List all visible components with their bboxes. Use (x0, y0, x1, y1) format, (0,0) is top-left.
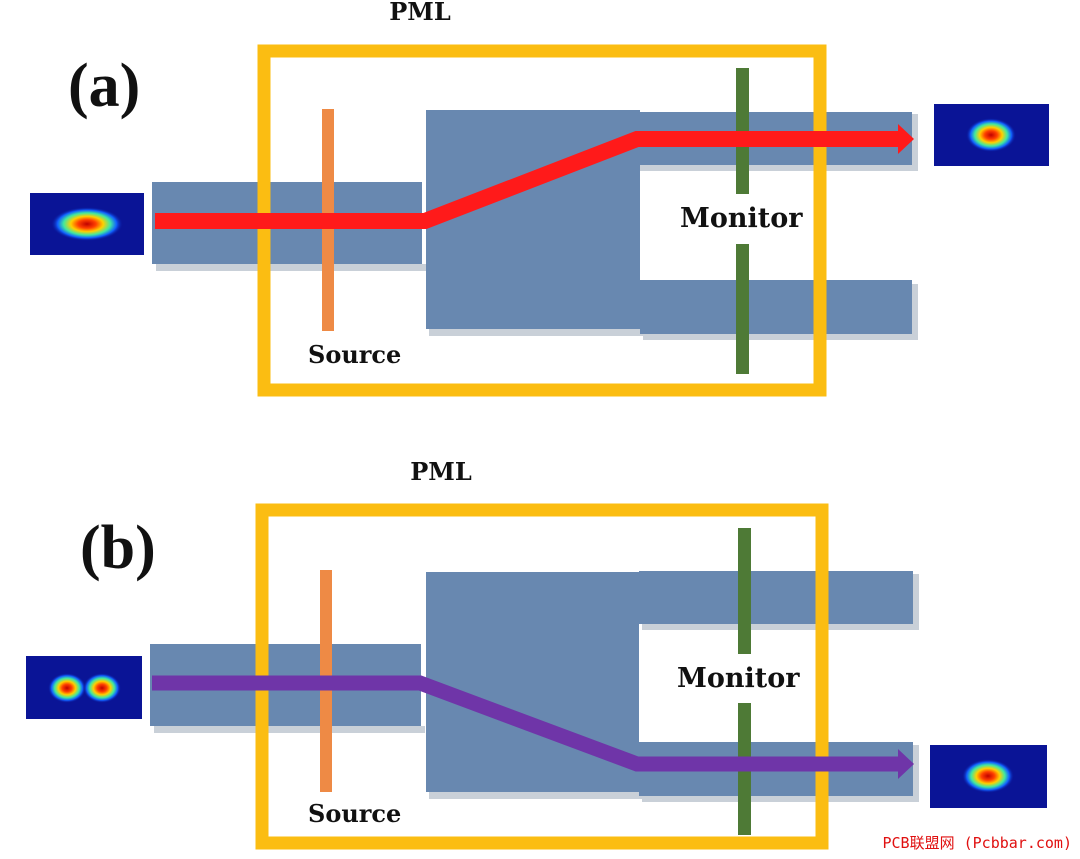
panel-b-label: (b) (80, 514, 156, 582)
panel-b-upper-output-waveguide (639, 571, 919, 630)
panel-b: (b) PML (26, 457, 1047, 850)
panel-b-monitor-label: Monitor (677, 663, 800, 694)
panel-b-monitor-line-top (738, 528, 751, 654)
panel-b-lower-output-waveguide (639, 742, 919, 802)
panel-b-source-label: Source (308, 799, 401, 828)
panel-a-pml-label: PML (389, 0, 451, 26)
panel-a-lower-output-waveguide (640, 280, 918, 340)
panel-a-beam-path (155, 124, 914, 229)
panel-b-output-mode-profile (930, 745, 1047, 808)
panel-b-pml-label: PML (410, 457, 472, 486)
panel-a-source-label: Source (308, 340, 401, 369)
panel-a-monitor-label: Monitor (680, 203, 803, 234)
watermark-text: PCB联盟网 (Pcbbar.com) (880, 832, 1074, 853)
panel-a: (a) PML (30, 0, 1049, 397)
panel-b-input-mode-profile (26, 656, 142, 719)
panel-b-coupler-block (426, 572, 642, 799)
panel-a-input-mode-profile (30, 193, 144, 255)
panel-a-monitor-line-bottom (736, 244, 749, 374)
panel-a-output-mode-profile (934, 104, 1049, 166)
panel-a-label: (a) (68, 52, 140, 120)
panel-b-beam-path (152, 675, 914, 779)
